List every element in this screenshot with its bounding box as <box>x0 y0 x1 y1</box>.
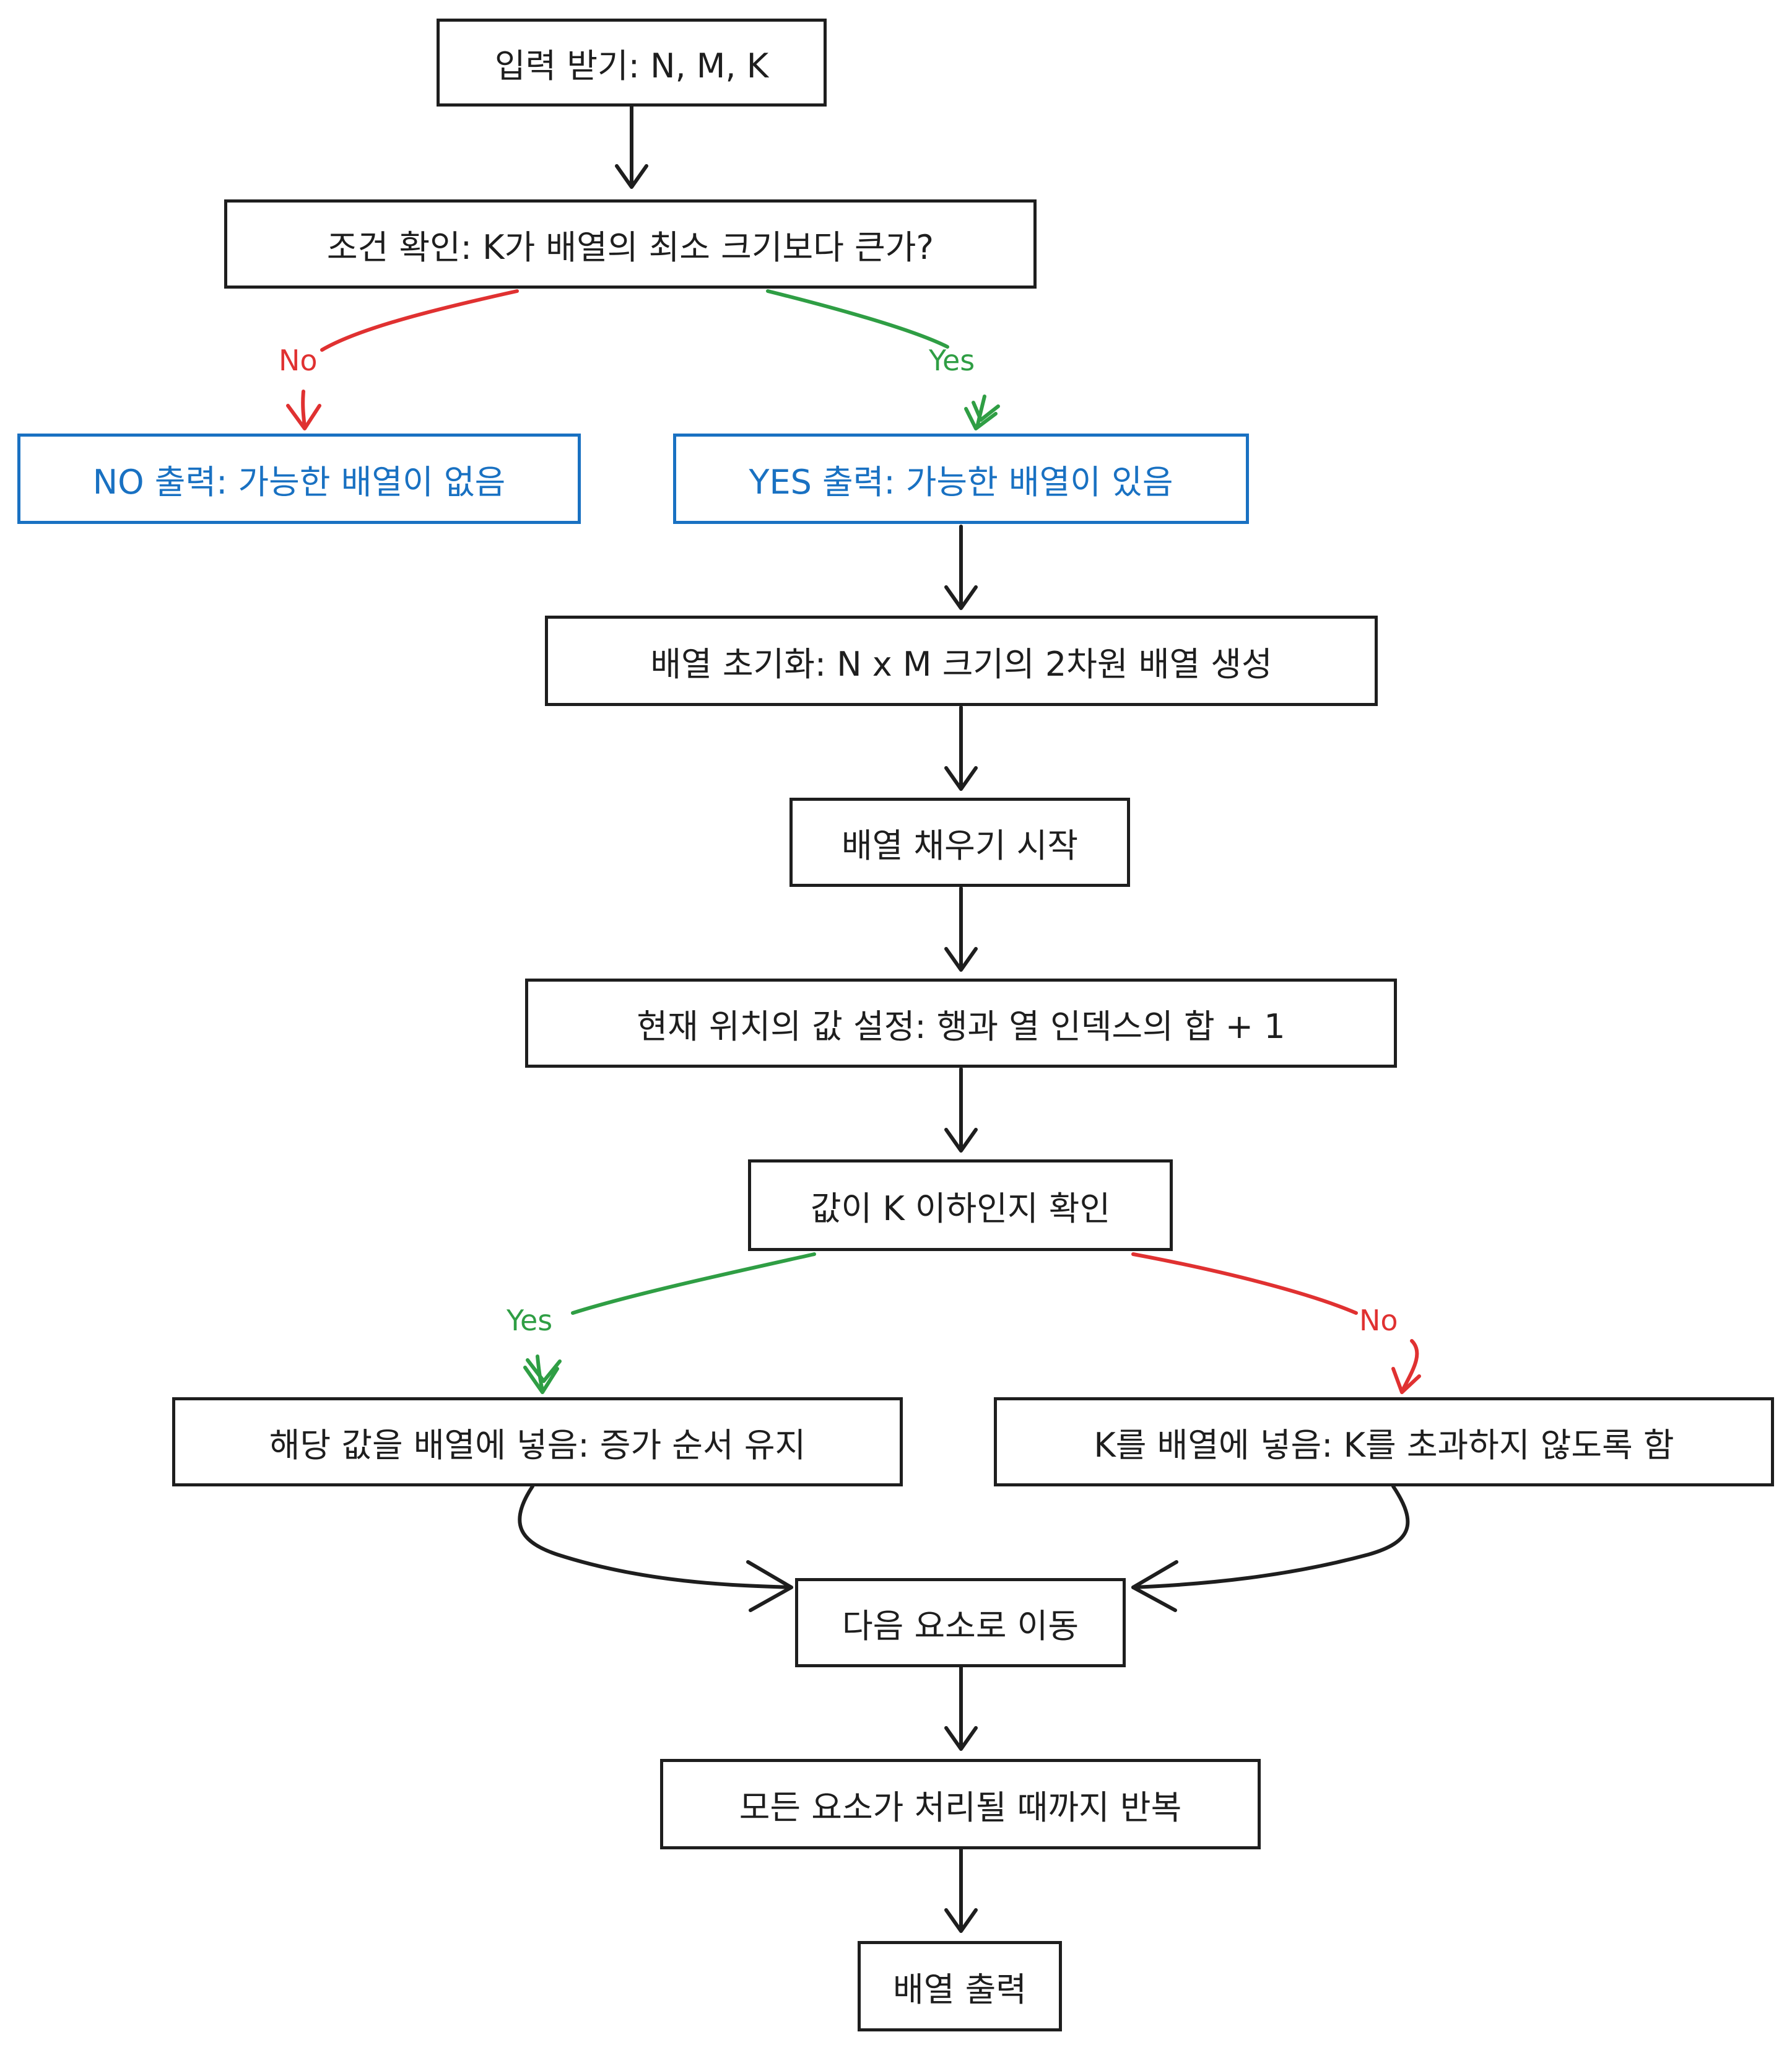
condition-yes-label: Yes <box>929 344 975 377</box>
insert-k-node: K를 배열에 넣음: K를 초과하지 않도록 함 <box>994 1397 1774 1486</box>
insert-k-node-label: K를 배열에 넣음: K를 초과하지 않도록 함 <box>1094 1425 1674 1465</box>
arrow-check-yes <box>523 1252 816 1394</box>
repeat-node: 모든 요소가 처리될 때까지 반복 <box>660 1759 1261 1849</box>
no-output-node-label: NO 출력: 가능한 배열이 없음 <box>92 462 506 502</box>
check-no-label: No <box>1359 1304 1398 1337</box>
arrow-insert-k-to-next <box>1131 1485 1410 1612</box>
arrow-condition-yes <box>766 289 1000 430</box>
set-value-node: 현재 위치의 값 설정: 행과 열 인덱스의 합 + 1 <box>525 979 1397 1068</box>
insert-value-node-label: 해당 값을 배열에 넣음: 증가 순서 유지 <box>269 1425 806 1465</box>
yes-output-node-label: YES 출력: 가능한 배열이 있음 <box>749 462 1173 502</box>
check-k-node: 값이 K 이하인지 확인 <box>748 1159 1173 1251</box>
condition-node-label: 조건 확인: K가 배열의 최소 크기보다 큰가? <box>326 227 934 267</box>
start-fill-node-label: 배열 채우기 시작 <box>841 826 1079 865</box>
print-array-node-label: 배열 출력 <box>893 1969 1027 2009</box>
arrow-yes-to-init <box>944 525 978 610</box>
arrow-start-to-set <box>944 886 978 972</box>
check-k-node-label: 값이 K 이하인지 확인 <box>810 1189 1111 1228</box>
condition-no-label: No <box>279 344 318 377</box>
condition-node: 조건 확인: K가 배열의 최소 크기보다 큰가? <box>224 199 1037 289</box>
input-node-label: 입력 받기: N, M, K <box>494 46 769 85</box>
insert-value-node: 해당 값을 배열에 넣음: 증가 순서 유지 <box>172 1397 903 1486</box>
start-fill-node: 배열 채우기 시작 <box>789 798 1130 887</box>
init-array-node-label: 배열 초기화: N x M 크기의 2차원 배열 생성 <box>650 644 1272 684</box>
print-array-node: 배열 출력 <box>858 1941 1062 2031</box>
arrow-insert-value-to-next <box>518 1485 793 1612</box>
next-element-node-label: 다음 요소로 이동 <box>842 1606 1079 1646</box>
arrow-next-to-repeat <box>944 1665 978 1751</box>
arrow-set-to-check <box>944 1067 978 1153</box>
check-yes-label: Yes <box>507 1304 553 1337</box>
arrow-input-to-condition <box>615 103 648 189</box>
set-value-node-label: 현재 위치의 값 설정: 행과 열 인덱스의 합 + 1 <box>637 1006 1285 1046</box>
repeat-node-label: 모든 요소가 처리될 때까지 반복 <box>739 1787 1182 1827</box>
init-array-node: 배열 초기화: N x M 크기의 2차원 배열 생성 <box>545 616 1378 706</box>
arrow-check-no <box>1131 1252 1421 1394</box>
arrow-condition-no <box>286 289 519 430</box>
arrow-init-to-start <box>944 705 978 791</box>
arrow-repeat-to-print <box>944 1847 978 1933</box>
yes-output-node: YES 출력: 가능한 배열이 있음 <box>673 434 1249 524</box>
no-output-node: NO 출력: 가능한 배열이 없음 <box>17 434 581 524</box>
input-node: 입력 받기: N, M, K <box>437 19 827 107</box>
next-element-node: 다음 요소로 이동 <box>795 1578 1126 1667</box>
